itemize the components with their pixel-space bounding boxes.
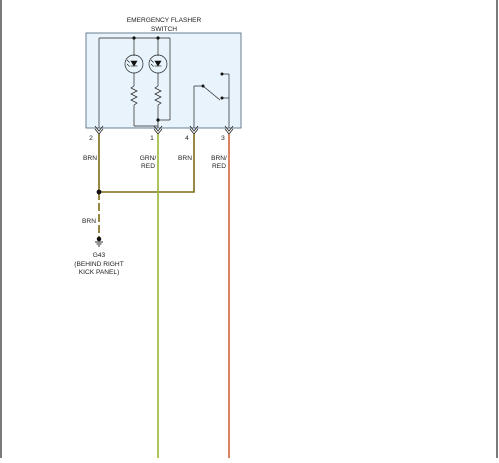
wire-label-pin2: BRN — [83, 155, 97, 162]
wire-label-pin1-line1: GRN/ — [140, 155, 157, 162]
switch-title-line1: EMERGENCY FLASHER — [127, 17, 202, 24]
switch-internal-dots — [132, 36, 224, 122]
wire-label-pin3-line2: RED — [212, 163, 226, 170]
resistor-2 — [154, 85, 162, 106]
pin-number-2: 2 — [89, 135, 93, 142]
pin-number-1: 1 — [150, 135, 154, 142]
connector-pin-1 — [153, 125, 163, 132]
wire-label-pin1-line2: RED — [141, 163, 155, 170]
led-symbols — [126, 59, 162, 67]
ground-location-line1: (BEHIND RIGHT — [74, 261, 123, 268]
wire-label-ground: BRN — [82, 218, 96, 225]
switch-title-line2: SWITCH — [151, 26, 177, 33]
connector-pin-3 — [224, 125, 234, 132]
wire-label-pin3-line1: BRN/ — [211, 155, 227, 162]
ground-name: G43 — [93, 252, 106, 259]
splice-junction — [96, 189, 102, 195]
pin-number-4: 4 — [185, 135, 189, 142]
wire-label-pin4: BRN — [178, 155, 192, 162]
pin-number-3: 3 — [221, 135, 225, 142]
wire-pin4-brn — [99, 134, 195, 193]
wires — [98, 134, 230, 458]
ground-symbol — [95, 236, 103, 247]
connector-pin-2 — [94, 125, 104, 132]
ground-location-line2: KICK PANEL) — [79, 269, 120, 276]
connector-pin-4 — [189, 125, 199, 132]
switch-component-box — [85, 32, 242, 129]
resistor-1 — [130, 85, 138, 106]
switch-contact-arm — [202, 85, 221, 101]
